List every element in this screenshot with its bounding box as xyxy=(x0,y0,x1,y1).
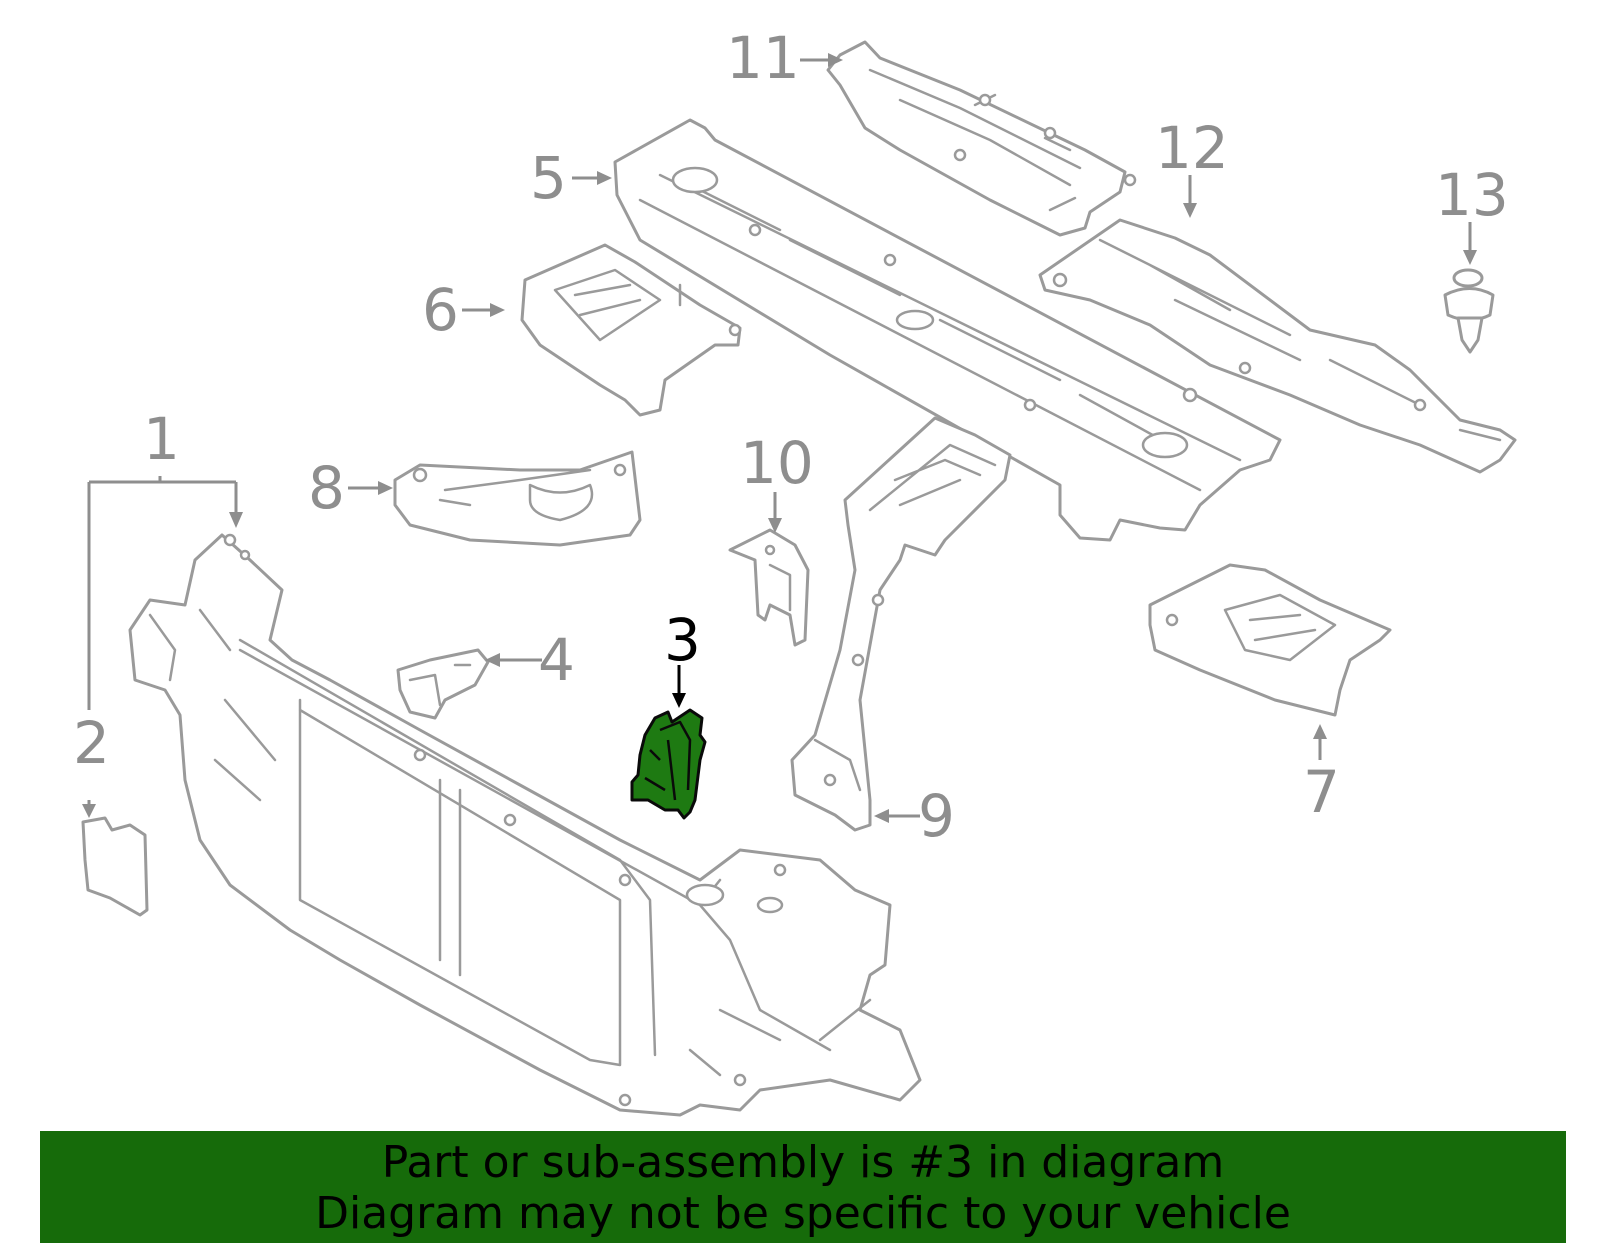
callout-12: 12 xyxy=(1155,114,1229,182)
part-5 xyxy=(613,118,1282,542)
part-9 xyxy=(790,416,1012,832)
banner-line-2: Diagram may not be specific to your vehi… xyxy=(315,1188,1291,1239)
banner-line-1: Part or sub-assembly is #3 in diagram xyxy=(381,1137,1225,1188)
callout-7: 7 xyxy=(1303,758,1340,826)
part-6 xyxy=(520,243,742,417)
callout-13: 13 xyxy=(1435,161,1509,229)
callout-8: 8 xyxy=(308,454,345,522)
part-11 xyxy=(826,40,1137,237)
part-3-highlighted[interactable] xyxy=(630,708,707,820)
part-8 xyxy=(393,450,642,547)
callout-6: 6 xyxy=(422,276,459,344)
leader-lines xyxy=(82,53,1477,823)
callout-2: 2 xyxy=(73,709,110,777)
part-4 xyxy=(396,648,490,720)
callout-5: 5 xyxy=(530,144,567,212)
callout-11: 11 xyxy=(726,24,800,92)
callout-1: 1 xyxy=(143,405,180,473)
info-banner: Part or sub-assembly is #3 in diagram Di… xyxy=(40,1131,1566,1243)
part-1 xyxy=(128,533,922,1117)
part-13 xyxy=(1443,268,1495,354)
part-2 xyxy=(81,816,149,917)
callout-9: 9 xyxy=(918,782,955,850)
callout-4: 4 xyxy=(538,626,575,694)
callout-labels: 1 2 3 4 5 6 7 8 9 10 11 12 13 xyxy=(73,24,1509,850)
part-7 xyxy=(1148,563,1392,717)
part-10 xyxy=(728,528,810,647)
callout-3[interactable]: 3 xyxy=(664,606,701,674)
part-12 xyxy=(1038,218,1517,474)
callout-10: 10 xyxy=(740,429,814,497)
